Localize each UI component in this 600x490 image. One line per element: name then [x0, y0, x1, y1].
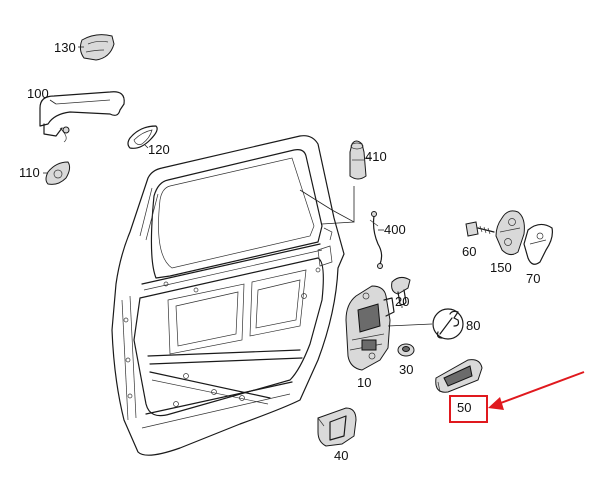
label-120: 120 [148, 142, 170, 157]
part-40-bracket[interactable] [317, 407, 357, 447]
part-110-bezel[interactable] [43, 161, 71, 185]
highlight-box [449, 395, 488, 423]
part-100-outer-handle[interactable] [39, 91, 125, 143]
leader-410 [299, 186, 355, 223]
part-150-striker[interactable] [495, 210, 525, 256]
part-400-cable[interactable] [369, 211, 384, 269]
red-arrow-icon [488, 371, 585, 410]
part-50-trim[interactable] [435, 359, 483, 393]
label-70: 70 [526, 271, 541, 286]
label-40: 40 [334, 448, 349, 463]
label-400: 400 [384, 222, 406, 237]
label-80: 80 [466, 318, 481, 333]
part-10-door-lock[interactable] [345, 285, 395, 371]
label-50[interactable]: 50 [457, 400, 472, 415]
leader-410-b [321, 221, 355, 225]
part-130-handle-cap[interactable] [78, 34, 115, 61]
part-20-bushing[interactable] [391, 276, 411, 308]
label-30: 30 [399, 362, 414, 377]
label-100: 100 [27, 86, 49, 101]
part-30-grommet[interactable] [397, 343, 415, 357]
part-120-gasket[interactable] [127, 125, 158, 149]
label-410: 410 [365, 149, 387, 164]
label-10: 10 [357, 375, 372, 390]
part-60-bolt[interactable] [465, 221, 495, 237]
part-410-lock-knob[interactable] [349, 140, 372, 180]
label-110: 110 [19, 165, 40, 180]
part-80-tool-symbol[interactable] [432, 308, 464, 340]
label-20: 20 [395, 294, 410, 309]
leader-80 [387, 323, 433, 327]
part-70-cover[interactable] [523, 223, 553, 265]
label-60: 60 [462, 244, 477, 259]
door-frame [111, 135, 345, 456]
label-150: 150 [490, 260, 512, 275]
label-130: 130 [54, 40, 76, 55]
